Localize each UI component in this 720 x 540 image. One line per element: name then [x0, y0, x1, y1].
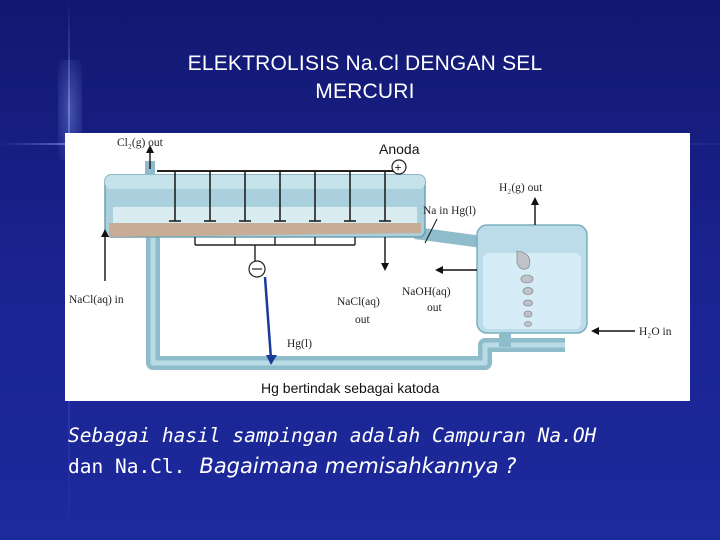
- na-in-hg-label: Na in Hg(l): [423, 205, 476, 217]
- anode-label-box: [370, 133, 462, 159]
- nacl-out-label-2: out: [355, 314, 371, 326]
- mercury-cell-diagram: + Anoda Cl₂(g) out NaCl(aq) in NaCl(aq) …: [65, 133, 690, 401]
- plus-sign: +: [395, 161, 402, 175]
- naoh-label-1: NaOH(aq): [402, 286, 451, 298]
- amalgam-droplets: [516, 250, 534, 327]
- h2o-label: H₂O in: [639, 326, 672, 338]
- na-in-hg-leader: [424, 218, 438, 244]
- diagram-svg: + Anoda Cl₂(g) out NaCl(aq) in NaCl(aq) …: [69, 133, 672, 396]
- h2-arrowhead: [531, 197, 539, 205]
- caption-line-2-a: dan Na.Cl.: [68, 455, 186, 478]
- anode-label: Anoda: [379, 141, 420, 157]
- hg-label: Hg(l): [287, 338, 312, 350]
- cathode-caption: Hg bertindak sebagai katoda: [261, 380, 439, 396]
- mercury-return-pipe-highlight: [150, 233, 565, 366]
- naoh-label-2: out: [427, 302, 443, 314]
- caption-question: Bagaimana memisahkannya ?: [199, 454, 517, 478]
- nacl-out-label-1: NaCl(aq): [337, 296, 380, 308]
- nacl-in-arrowhead: [101, 229, 109, 237]
- anode-rods: [169, 171, 391, 222]
- cathode-pointer-head: [266, 355, 277, 365]
- h2-label: H₂(g) out: [499, 182, 543, 194]
- title-line-1: ELEKTROLISIS Na.Cl DENGAN SEL: [187, 52, 543, 75]
- cl2-arrowhead: [146, 145, 154, 153]
- naoh-out-arrowhead: [435, 266, 443, 274]
- slide-caption: Sebagai hasil sampingan adalah Campuran …: [68, 420, 708, 482]
- cathode-contacts: [194, 237, 356, 261]
- anode-terminal: [391, 159, 407, 175]
- cathode-pointer-line: [263, 276, 273, 360]
- slide-title: ELEKTROLISIS Na.Cl DENGAN SEL MERCURI: [120, 50, 610, 106]
- cl2-label: Cl₂(g) out: [117, 137, 164, 149]
- tank-top: [105, 175, 425, 189]
- title-line-2: MERCURI: [315, 80, 415, 103]
- nacl-out-arrowhead: [381, 263, 389, 271]
- brine-layer: [113, 207, 417, 223]
- caption-line-2: dan Na.Cl. Bagaimana memisahkannya ?: [68, 451, 708, 482]
- nacl-in-label: NaCl(aq) in: [69, 294, 124, 306]
- h2o-in-arrowhead: [591, 327, 599, 335]
- mercury-layer: [109, 223, 421, 237]
- caption-line-1: Sebagai hasil sampingan adalah Campuran …: [68, 424, 597, 447]
